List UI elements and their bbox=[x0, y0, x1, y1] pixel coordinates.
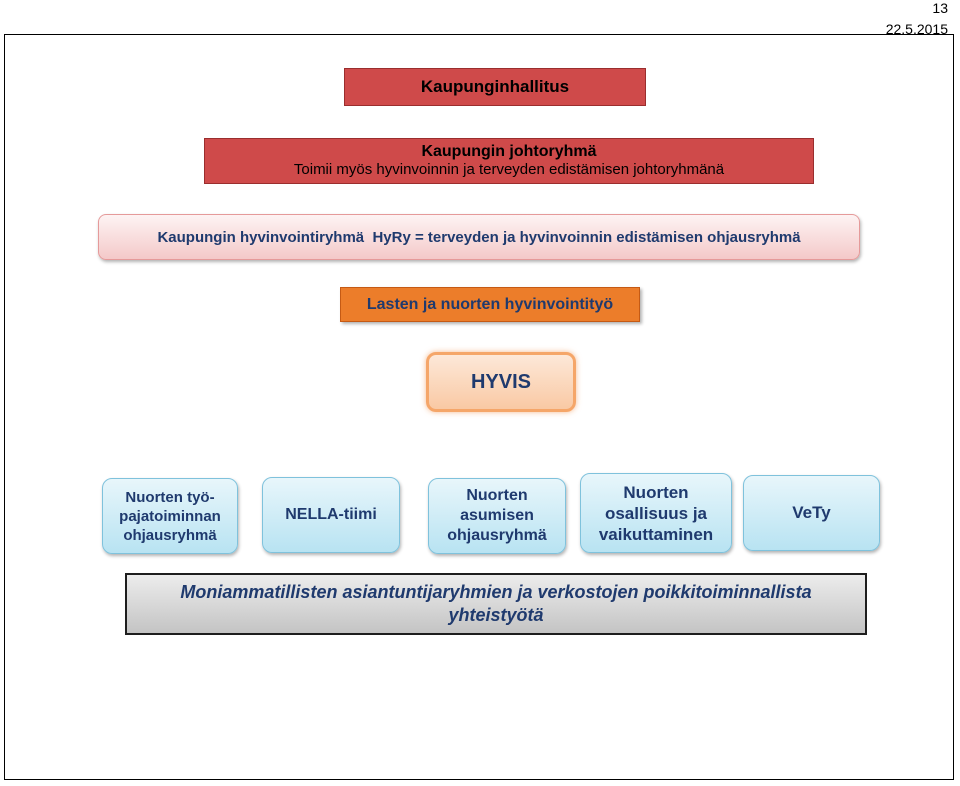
johtoryhma-subtitle: Toimii myös hyvinvoinnin ja terveyden ed… bbox=[293, 161, 725, 178]
yhteistyo-line-2: yhteistyötä bbox=[448, 605, 544, 625]
kaupunginhallitus-box: Kaupunginhallitus bbox=[344, 68, 646, 106]
johtoryhma-box: Kaupungin johtoryhmä Toimii myös hyvinvo… bbox=[204, 138, 814, 184]
yhteistyo-line-1: Moniammatillisten asiantuntijaryhmien ja… bbox=[180, 582, 812, 602]
hyvinvointiryhma-box: Kaupungin hyvinvointiryhmä HyRy = tervey… bbox=[98, 214, 860, 260]
subgroup-line: osallisuus ja bbox=[604, 503, 708, 523]
subgroup-asuminen: Nuorten asumisen ohjausryhmä bbox=[428, 478, 566, 554]
subgroup-line: NELLA-tiimi bbox=[285, 506, 377, 523]
hyvinvointiryhma-label: Kaupungin hyvinvointiryhmä HyRy = tervey… bbox=[157, 228, 801, 246]
subgroup-line: Nuorten työ- bbox=[125, 488, 215, 506]
subgroup-vety: VeTy bbox=[743, 475, 880, 551]
lasten-nuorten-box: Lasten ja nuorten hyvinvointityö bbox=[340, 287, 640, 322]
subgroup-line: VeTy bbox=[792, 503, 831, 522]
johtoryhma-title: Kaupungin johtoryhmä bbox=[421, 143, 597, 160]
subgroup-line: ohjausryhmä bbox=[123, 526, 217, 544]
subgroup-line: vaikuttaminen bbox=[598, 524, 714, 544]
subgroup-nella: NELLA-tiimi bbox=[262, 477, 400, 553]
kaupunginhallitus-label: Kaupunginhallitus bbox=[420, 77, 570, 96]
yhteistyo-banner: Moniammatillisten asiantuntijaryhmien ja… bbox=[125, 573, 867, 635]
page-number: 13 bbox=[932, 0, 948, 16]
subgroup-osallisuus: Nuorten osallisuus ja vaikuttaminen bbox=[580, 473, 732, 553]
page-date: 22.5.2015 bbox=[885, 21, 948, 37]
subgroup-line: Nuorten bbox=[623, 482, 689, 502]
hyvis-box: HYVIS bbox=[426, 352, 576, 412]
subgroup-tyopaja: Nuorten työ- pajatoiminnan ohjausryhmä bbox=[102, 478, 238, 554]
subgroup-line: asumisen bbox=[460, 507, 534, 524]
subgroup-line: pajatoiminnan bbox=[119, 507, 221, 525]
subgroup-line: Nuorten bbox=[466, 487, 528, 504]
slide-frame bbox=[4, 34, 954, 780]
subgroup-line: ohjausryhmä bbox=[447, 527, 547, 544]
hyvis-label: HYVIS bbox=[470, 370, 532, 393]
lasten-nuorten-label: Lasten ja nuorten hyvinvointityö bbox=[366, 295, 614, 313]
